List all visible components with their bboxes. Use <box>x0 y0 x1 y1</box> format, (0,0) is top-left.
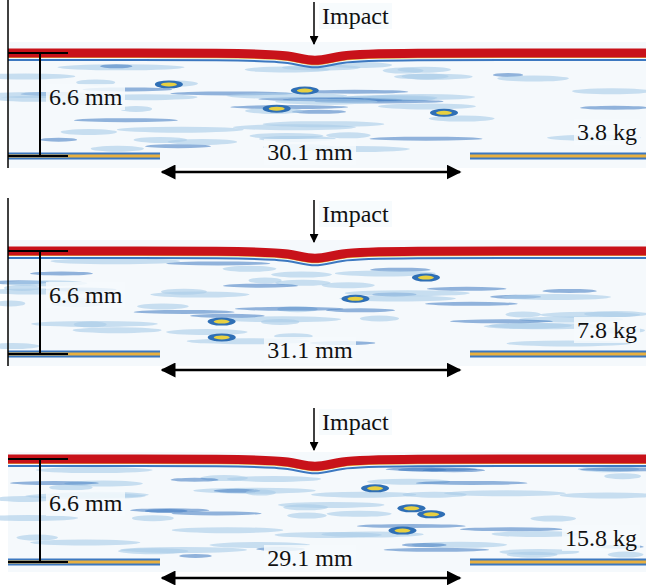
width-dimension: 31.1 mm <box>264 337 355 363</box>
scan-panel <box>0 408 646 578</box>
width-dimension: 29.1 mm <box>264 545 355 571</box>
impact-label: Impact <box>319 3 392 29</box>
impact-mass: 15.8 kg <box>562 525 640 551</box>
thickness-dimension: 6.6 mm <box>46 490 125 516</box>
impact-label: Impact <box>319 409 392 435</box>
impact-mass: 7.8 kg <box>574 317 640 343</box>
width-dimension: 30.1 mm <box>264 139 355 165</box>
scan-panel <box>0 198 646 370</box>
thickness-dimension: 6.6 mm <box>46 84 125 110</box>
impact-label: Impact <box>319 201 392 227</box>
impact-mass: 3.8 kg <box>574 119 640 145</box>
thickness-dimension: 6.6 mm <box>46 282 125 308</box>
scan-panel <box>0 0 646 172</box>
